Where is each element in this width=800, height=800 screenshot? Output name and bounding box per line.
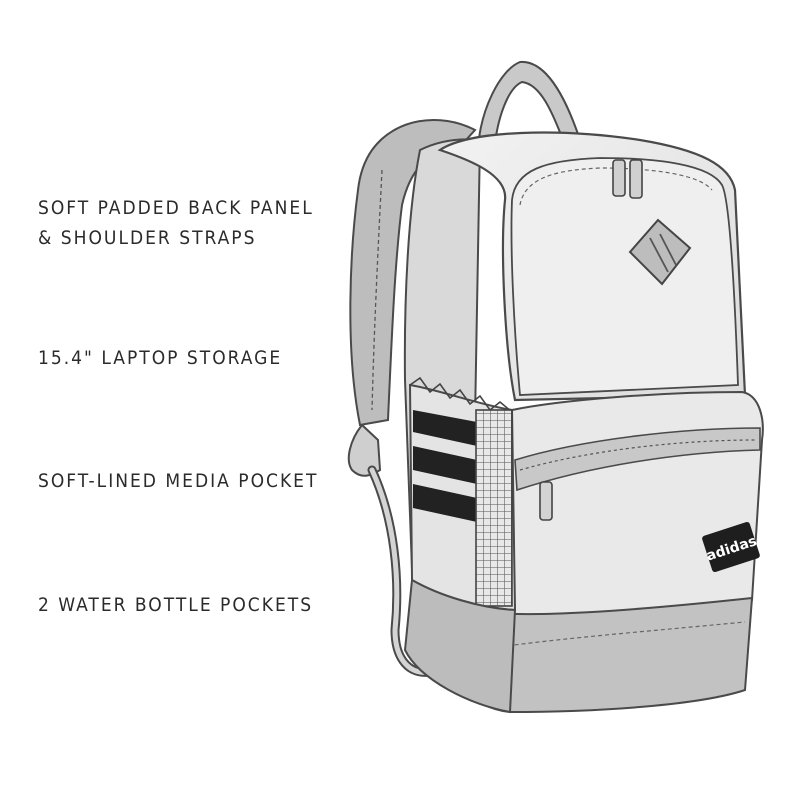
strap-webbing xyxy=(347,423,382,477)
backpack-illustration: adidas xyxy=(347,60,764,714)
three-stripes xyxy=(413,410,477,522)
diamond-patch xyxy=(628,218,692,286)
feature-water-bottle-pockets: 2 WATER BOTTLE POCKETS xyxy=(38,594,314,616)
shoulder-strap xyxy=(349,119,477,427)
pocket-zipper-pull xyxy=(539,481,553,521)
top-zipper-pulls xyxy=(612,159,643,199)
feature-back-panel: SOFT PADDED BACK PANEL & SHOULDER STRAPS xyxy=(38,193,314,253)
feature-back-panel-line2: & SHOULDER STRAPS xyxy=(38,227,257,249)
feature-back-panel-line1: SOFT PADDED BACK PANEL xyxy=(38,197,314,219)
feature-laptop-storage: 15.4" LAPTOP STORAGE xyxy=(38,347,283,369)
front-upper-panel xyxy=(510,157,739,396)
pocket-zipper xyxy=(514,427,761,492)
feature-media-pocket: SOFT-LINED MEDIA POCKET xyxy=(38,470,319,492)
mesh-panel xyxy=(475,409,513,607)
brand-label: adidas xyxy=(702,521,760,573)
